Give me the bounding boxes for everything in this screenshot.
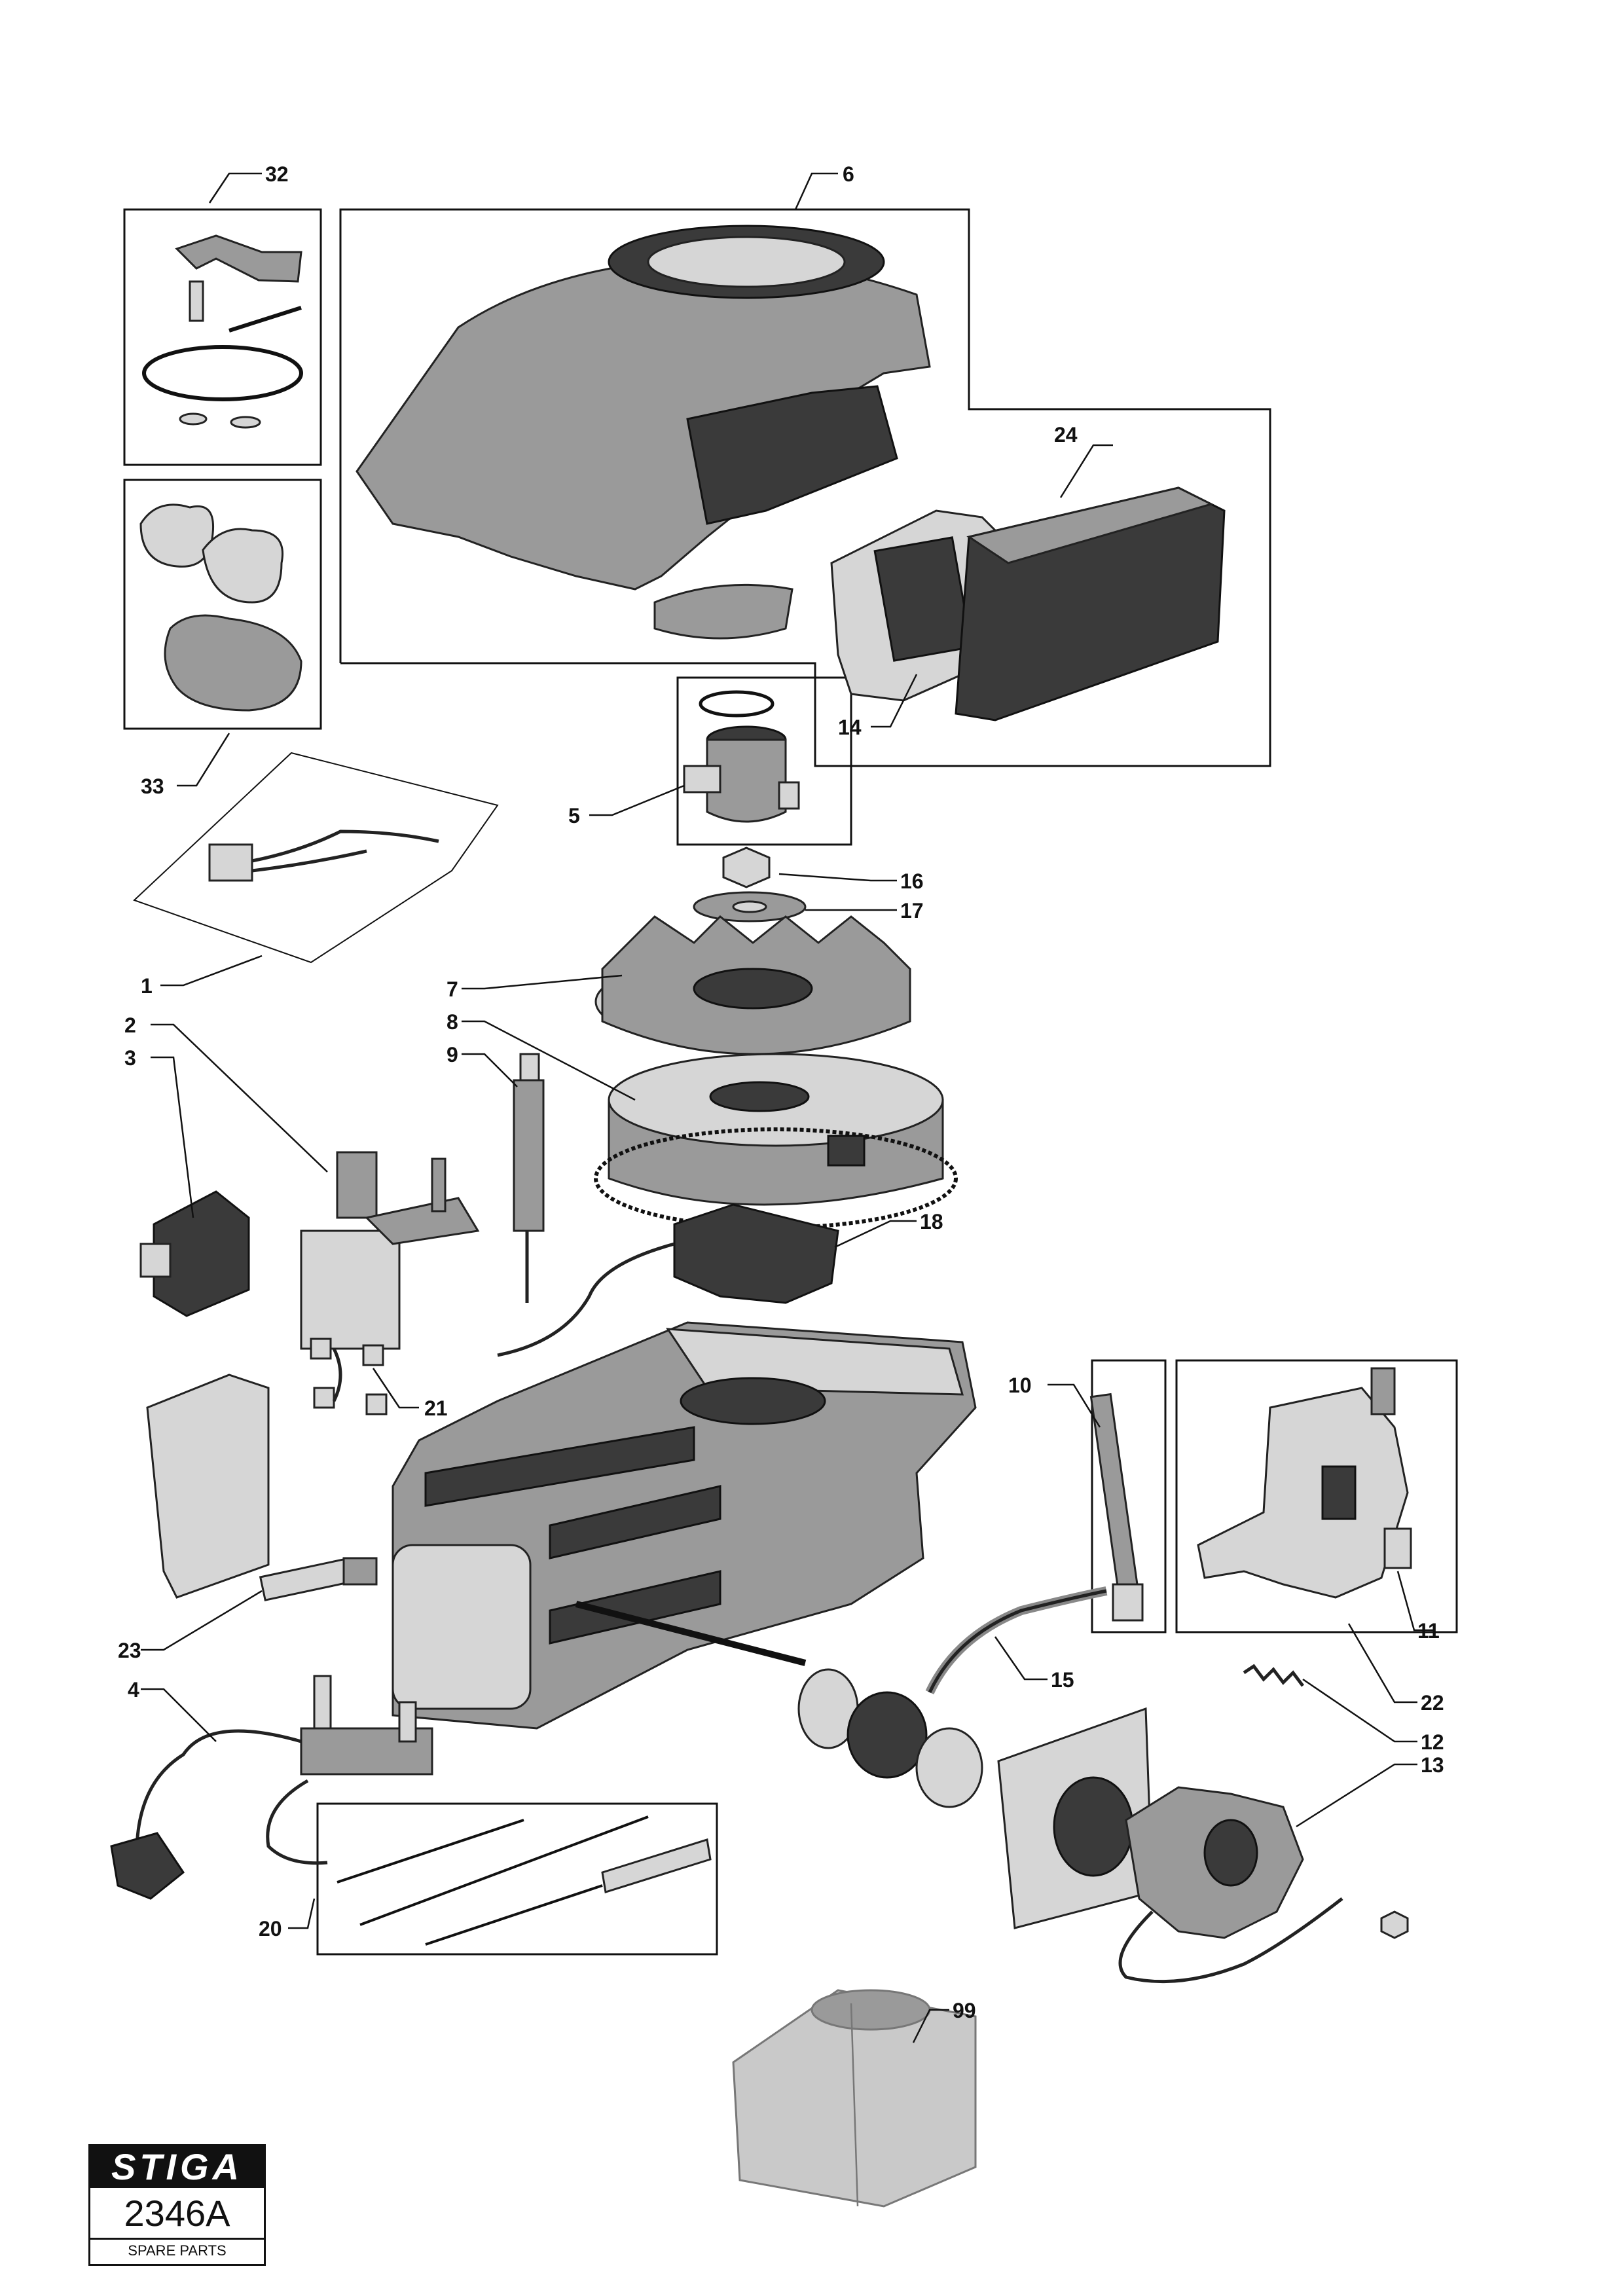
ignition-coil-part (497, 1203, 839, 1357)
side-cover-part (146, 1374, 270, 1599)
brand-logo-block: STIGA 2346A SPARE PARTS (88, 2144, 266, 2266)
dipstick-part (513, 1053, 545, 1303)
leader-lines (141, 172, 1434, 2043)
callout-2: 2 (124, 1013, 136, 1037)
callout-4: 4 (128, 1678, 139, 1702)
callout-7: 7 (447, 977, 458, 1001)
callout-16: 16 (900, 869, 924, 893)
intake-gasket-part (797, 1668, 983, 1808)
callout-3: 3 (124, 1046, 136, 1070)
nut-washer-part (693, 847, 807, 922)
callout-8: 8 (447, 1010, 458, 1034)
callout-5: 5 (568, 804, 580, 828)
frame-part-5 (676, 676, 852, 846)
brand-logo: STIGA (90, 2146, 264, 2188)
callout-13: 13 (1421, 1753, 1444, 1777)
callout-20: 20 (259, 1917, 282, 1941)
flywheel-part (594, 1053, 958, 1230)
callout-15: 15 (1051, 1668, 1074, 1692)
throttle-bracket-part (1197, 1367, 1412, 1599)
frame-part-20 (316, 1802, 718, 1956)
rocker-kit-part (142, 234, 303, 429)
callout-labels: 32 6 24 14 33 5 16 17 1 7 2 8 3 9 18 10 … (118, 162, 1444, 2022)
wiring-harness-part (133, 752, 499, 964)
callout-21: 21 (424, 1396, 448, 1420)
callout-6: 6 (843, 162, 854, 186)
frame-part-10 (1091, 1359, 1167, 1633)
frame-part-22 (1175, 1359, 1458, 1633)
kill-switch-part (110, 1675, 433, 1900)
callout-99: 99 (953, 1999, 976, 2022)
callout-12: 12 (1421, 1730, 1444, 1754)
complete-engine-part (732, 1989, 977, 2208)
spark-plug-part (259, 1557, 378, 1601)
air-filter-part (830, 486, 1226, 721)
callout-17: 17 (900, 899, 924, 922)
breather-tube-part (925, 1586, 1108, 1694)
frame-part-32 (123, 208, 322, 466)
governor-rods-part (337, 1815, 712, 1946)
blower-housing-part (356, 225, 931, 640)
callout-32: 32 (265, 162, 289, 186)
spare-parts-label: SPARE PARTS (128, 2242, 227, 2259)
frame-part-33 (123, 479, 322, 730)
callout-14: 14 (838, 716, 862, 739)
diagram-code: 2346A (90, 2189, 264, 2240)
callout-23: 23 (118, 1639, 141, 1662)
governor-spring-part (1243, 1664, 1304, 1687)
gasket-kit-part (139, 503, 302, 712)
rectifier-part (139, 1190, 250, 1317)
carburetor-part (997, 1707, 1409, 1984)
callout-10: 10 (1008, 1374, 1032, 1397)
callout-33: 33 (141, 774, 164, 798)
cooling-fan-part (594, 915, 911, 1055)
connector-set-part (310, 1338, 388, 1415)
callout-11: 11 (1417, 1619, 1440, 1643)
piston-part (683, 690, 800, 823)
governor-arm-part (1089, 1393, 1144, 1622)
engine-block-part (392, 1321, 977, 1730)
callout-9: 9 (447, 1043, 458, 1066)
callout-1: 1 (141, 974, 153, 998)
callout-22: 22 (1421, 1691, 1444, 1715)
callout-18: 18 (920, 1210, 943, 1233)
starter-motor-part (300, 1151, 480, 1350)
frame-part-6 (339, 208, 1271, 767)
callout-24: 24 (1054, 423, 1078, 446)
